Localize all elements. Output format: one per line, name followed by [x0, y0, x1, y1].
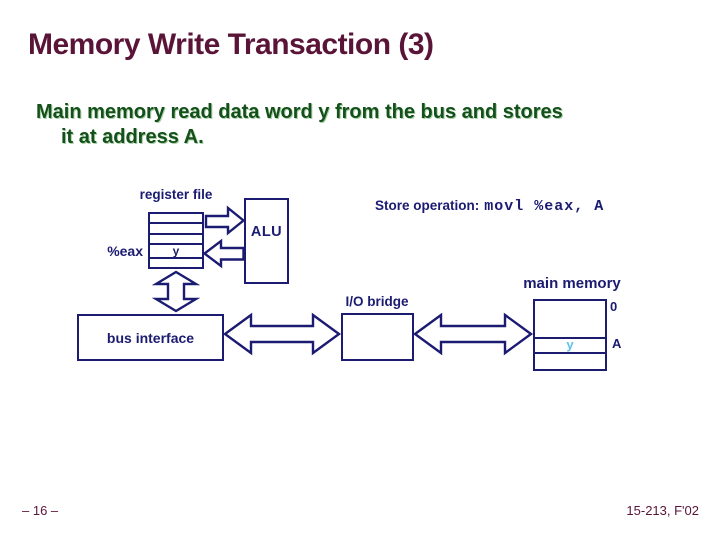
main-memory-label: main memory [523, 275, 621, 292]
register-file-box: y [148, 212, 204, 269]
memory-address-0: 0 [610, 299, 618, 314]
arrow-alu-to-regfile [202, 238, 245, 269]
io-bridge-label: I/O bridge [345, 294, 409, 309]
main-memory-box: y [533, 299, 607, 371]
eax-value: y [172, 243, 180, 258]
store-operation-code: movl %eax, A [484, 198, 605, 215]
arrow-businterface-iobridge [222, 312, 342, 356]
register-row-eax: y [150, 242, 202, 258]
arrow-regfile-to-alu [204, 205, 246, 236]
register-row [150, 222, 202, 232]
io-bridge-box [341, 313, 414, 361]
memory-row-divider [535, 352, 605, 354]
page-number: – 16 – [22, 503, 59, 518]
bus-interface-label: bus interface [106, 329, 195, 346]
memory-value-y: y [566, 337, 574, 352]
alu-box: ALU [244, 198, 289, 284]
store-operation: Store operation: movl %eax, A [375, 197, 604, 215]
memory-row-divider [535, 337, 605, 339]
register-row [150, 256, 202, 267]
register-row [150, 232, 202, 243]
body-text-line2: it at address A. [61, 126, 204, 148]
arrow-regfile-businterface [151, 270, 201, 313]
course-footer: 15-213, F'02 [626, 503, 699, 518]
eax-register-label: %eax [107, 243, 143, 259]
memory-address-a: A [612, 336, 622, 351]
store-operation-label: Store operation: [375, 198, 480, 213]
slide-title: Memory Write Transaction (3) [28, 28, 434, 61]
register-row [150, 214, 202, 222]
body-text-line1: Main memory read data word y from the bu… [36, 101, 563, 123]
register-file-label: register file [139, 187, 213, 202]
arrow-iobridge-mainmemory [412, 312, 534, 356]
alu-label: ALU [250, 224, 283, 240]
bus-interface-box: bus interface [77, 314, 224, 361]
